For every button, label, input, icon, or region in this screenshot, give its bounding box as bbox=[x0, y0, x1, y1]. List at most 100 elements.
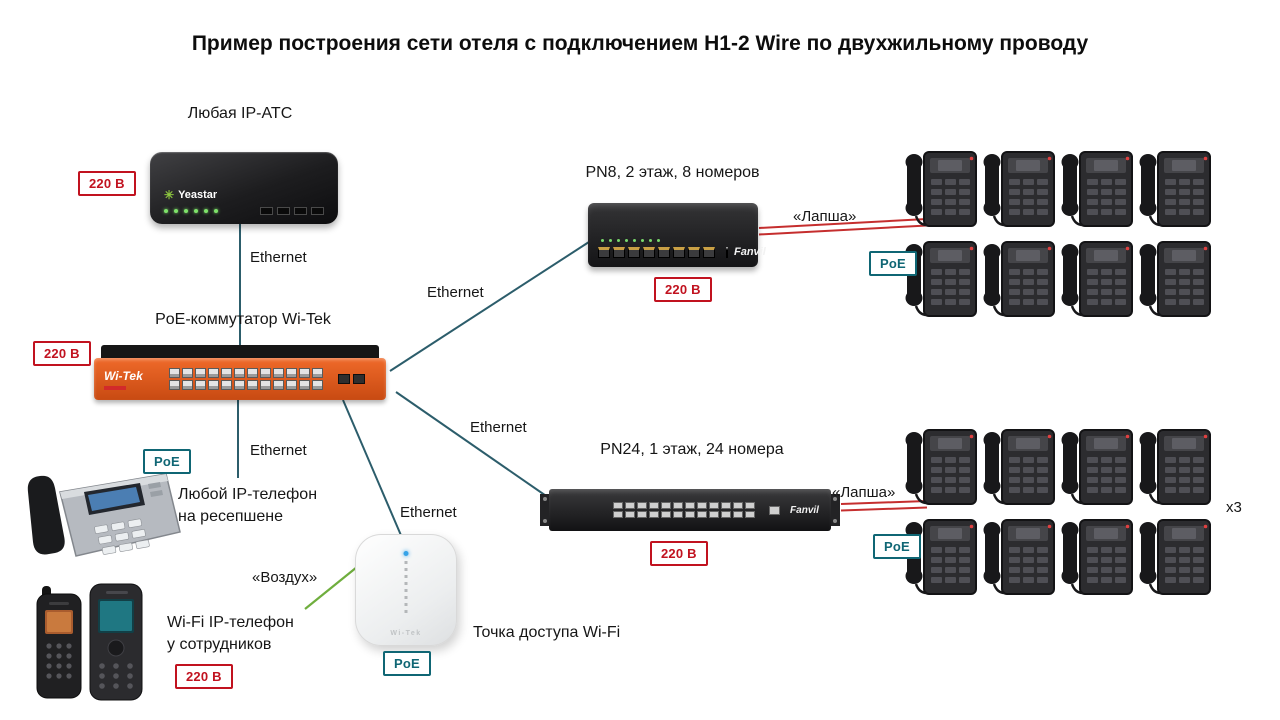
ethernet-port bbox=[649, 511, 660, 518]
ethernet-port bbox=[637, 511, 648, 518]
ethernet-port bbox=[685, 502, 696, 509]
room-ip-phone-icon bbox=[982, 240, 1056, 318]
room-ip-phone-icon bbox=[982, 150, 1056, 228]
led-dot bbox=[184, 209, 188, 213]
two-wire-label-pn24: «Лапша» bbox=[832, 484, 896, 501]
led-dot bbox=[633, 239, 636, 242]
ethernet-port bbox=[709, 511, 720, 518]
led-dot bbox=[649, 239, 652, 242]
poe-badge-floor1: PoE bbox=[873, 534, 921, 559]
rack-ear-right bbox=[830, 494, 840, 526]
switch-sfp-block bbox=[338, 374, 365, 384]
screw-icon bbox=[542, 497, 547, 501]
ethernet-port bbox=[260, 368, 271, 378]
ethernet-port bbox=[247, 380, 258, 390]
ap-led-strip bbox=[404, 561, 408, 613]
poe-badge-reception: PoE bbox=[143, 449, 191, 474]
yeastar-logo-icon: ✳ bbox=[164, 188, 175, 202]
diagram-title: Пример построения сети отеля с подключен… bbox=[191, 32, 1089, 55]
ethernet-port bbox=[688, 246, 700, 258]
room-ip-phone-icon bbox=[1138, 518, 1212, 596]
two-wire-label-pn8: «Лапша» bbox=[793, 208, 857, 225]
ethernet-port bbox=[673, 246, 685, 258]
ethernet-label-pbx-switch: Ethernet bbox=[250, 249, 307, 266]
ethernet-port bbox=[234, 380, 245, 390]
ethernet-port bbox=[721, 502, 732, 509]
pn8-uplink-port bbox=[726, 246, 728, 258]
pbx-device: ✳ Yeastar bbox=[150, 152, 338, 224]
port-icon bbox=[311, 207, 324, 215]
led-dot bbox=[601, 239, 604, 242]
multiplier-label: x3 bbox=[1226, 499, 1242, 516]
ethernet-port bbox=[661, 511, 672, 518]
switch-top-panel bbox=[101, 345, 379, 358]
pn24-switch-device: Fanvil bbox=[540, 488, 840, 532]
room-ip-phone-icon bbox=[1060, 518, 1134, 596]
room-ip-phone-icon bbox=[982, 428, 1056, 506]
ethernet-port bbox=[697, 502, 708, 509]
screw-icon bbox=[542, 519, 547, 523]
room-ip-phone-icon bbox=[1060, 428, 1134, 506]
ethernet-port bbox=[299, 380, 310, 390]
ethernet-port bbox=[221, 380, 232, 390]
power-badge-pn24: 220 В bbox=[650, 541, 708, 566]
ethernet-line-switch-pn8 bbox=[389, 239, 593, 372]
ethernet-port bbox=[221, 368, 232, 378]
sfp-port bbox=[353, 374, 365, 384]
led-dot bbox=[204, 209, 208, 213]
room-phones-floor2 bbox=[903, 146, 1215, 326]
ethernet-port bbox=[273, 368, 284, 378]
port-icon bbox=[277, 207, 290, 215]
ethernet-port bbox=[260, 380, 271, 390]
ethernet-port bbox=[598, 246, 610, 258]
wifi-access-point-device: Wi-Tek bbox=[355, 534, 457, 646]
ethernet-label-switch-ap: Ethernet bbox=[400, 504, 457, 521]
pn24-front-panel: Fanvil bbox=[549, 489, 831, 531]
ethernet-line-switch-ap bbox=[342, 399, 404, 541]
led-dot bbox=[164, 209, 168, 213]
ethernet-port bbox=[625, 502, 636, 509]
room-ip-phone-icon bbox=[904, 428, 978, 506]
ethernet-label-switch-reception: Ethernet bbox=[250, 442, 307, 459]
ethernet-port bbox=[182, 380, 193, 390]
ethernet-port bbox=[195, 368, 206, 378]
poe-badge-ap: PoE bbox=[383, 651, 431, 676]
ethernet-port bbox=[613, 246, 625, 258]
pbx-brand-logo: ✳ Yeastar bbox=[164, 189, 324, 201]
ethernet-port bbox=[169, 368, 180, 378]
room-ip-phone-icon bbox=[1060, 150, 1134, 228]
ethernet-port bbox=[613, 502, 624, 509]
ap-brand-text: Wi-Tek bbox=[390, 630, 422, 637]
pn24-brand-text: Fanvil bbox=[790, 504, 819, 516]
pn8-brand-text: Fanvil bbox=[734, 246, 766, 258]
room-ip-phone-icon bbox=[1138, 150, 1212, 228]
pbx-port-row bbox=[260, 207, 324, 215]
port-icon bbox=[294, 207, 307, 215]
led-dot bbox=[641, 239, 644, 242]
led-dot bbox=[657, 239, 660, 242]
led-dot bbox=[625, 239, 628, 242]
reception-phone-label-line2: на ресепшене bbox=[178, 508, 284, 526]
ethernet-port bbox=[312, 380, 323, 390]
switch-port-block bbox=[169, 368, 323, 390]
switch-brand-block: Wi-Tek bbox=[104, 369, 156, 390]
pn8-front-panel: Fanvil bbox=[598, 246, 766, 258]
ethernet-port bbox=[182, 368, 193, 378]
room-ip-phone-icon bbox=[1138, 428, 1212, 506]
reception-ip-phone-image bbox=[27, 473, 181, 557]
ethernet-port bbox=[628, 246, 640, 258]
ethernet-port bbox=[697, 511, 708, 518]
pbx-label: Любая IP-АТС bbox=[187, 105, 293, 122]
power-badge-pbx: 220 В bbox=[78, 171, 136, 196]
ethernet-port bbox=[247, 368, 258, 378]
ethernet-port bbox=[613, 511, 624, 518]
ethernet-port bbox=[733, 511, 744, 518]
pbx-front-panel bbox=[164, 207, 324, 215]
switch-sticker bbox=[104, 385, 126, 390]
led-dot bbox=[214, 209, 218, 213]
power-badge-pn8: 220 В bbox=[654, 277, 712, 302]
ethernet-port bbox=[649, 502, 660, 509]
ethernet-port bbox=[234, 368, 245, 378]
ethernet-port bbox=[637, 502, 648, 509]
